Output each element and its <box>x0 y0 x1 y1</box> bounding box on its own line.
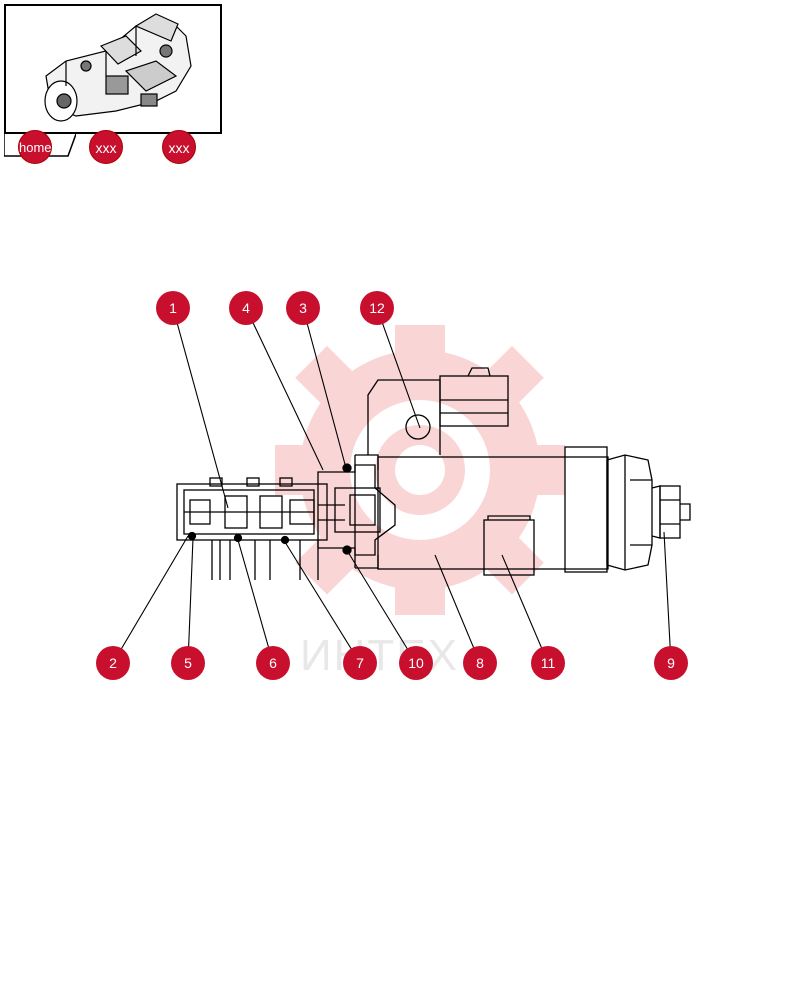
nav-button-xxx-2[interactable]: xxx <box>162 130 196 164</box>
svg-text:1: 1 <box>169 300 177 316</box>
thumbnail-frame <box>4 4 222 134</box>
leader-lines <box>112 307 672 664</box>
watermark-gear-icon <box>275 325 565 615</box>
svg-text:11: 11 <box>541 655 556 671</box>
svg-text:3: 3 <box>299 300 307 316</box>
callout-7[interactable]: 7 <box>343 646 377 680</box>
pump-thumbnail <box>44 13 192 122</box>
nav-button-xxx-1[interactable]: xxx <box>89 130 123 164</box>
svg-text:5: 5 <box>184 655 192 671</box>
valve-drawing <box>176 367 691 580</box>
svg-text:12: 12 <box>369 300 385 316</box>
svg-text:4: 4 <box>242 300 250 316</box>
callout-11[interactable]: 11 <box>531 646 565 680</box>
svg-text:7: 7 <box>356 655 364 671</box>
callout-10[interactable]: 10 <box>399 646 433 680</box>
svg-text:8: 8 <box>476 655 484 671</box>
callout-5[interactable]: 5 <box>171 646 205 680</box>
callout-3[interactable]: 3 <box>286 291 320 325</box>
callout-6[interactable]: 6 <box>256 646 290 680</box>
callout-4[interactable]: 4 <box>229 291 263 325</box>
callout-12[interactable]: 12 <box>360 291 394 325</box>
svg-text:9: 9 <box>667 655 675 671</box>
svg-text:2: 2 <box>109 655 117 671</box>
watermark-text: ИНТЕХ <box>300 631 459 680</box>
home-button[interactable]: home <box>18 130 52 164</box>
callout-1[interactable]: 1 <box>156 291 190 325</box>
callout-2[interactable]: 2 <box>96 646 130 680</box>
svg-text:6: 6 <box>269 655 277 671</box>
svg-text:10: 10 <box>408 655 424 671</box>
callout-9[interactable]: 9 <box>654 646 688 680</box>
callout-8[interactable]: 8 <box>463 646 497 680</box>
